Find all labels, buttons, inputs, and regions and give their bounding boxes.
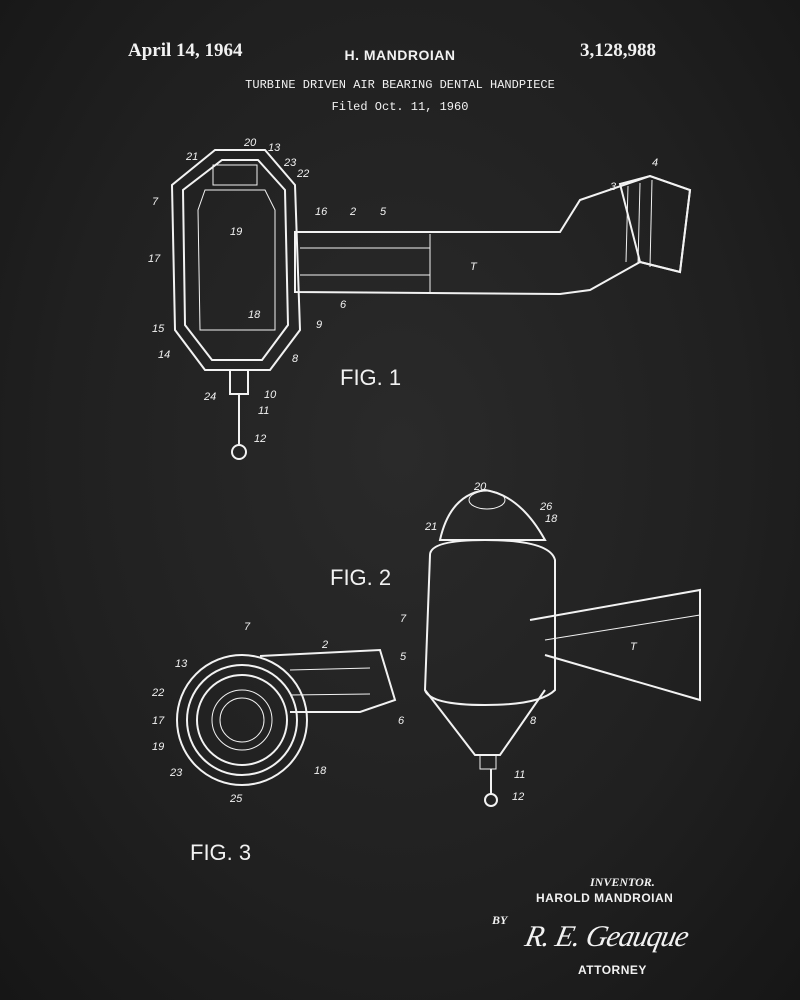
ref-numeral: 23	[283, 157, 297, 169]
attorney-signature: R. E. Geauque	[522, 920, 692, 953]
fig2-drawing: FIG. 2 20 26 21 18 7 T 8 11 12	[330, 481, 701, 807]
inventor-name: HAROLD MANDROIAN	[536, 891, 674, 905]
ref-numeral: 11	[258, 405, 269, 417]
ref-numeral: 7	[400, 613, 407, 625]
ref-numeral: 12	[512, 791, 524, 803]
ref-numeral: T	[470, 261, 478, 273]
ref-numeral: 4	[652, 157, 658, 169]
ref-numeral: 13	[175, 658, 188, 670]
fig1-label: FIG. 1	[340, 365, 401, 390]
fig3-drawing: FIG. 3 7 2 13 5 22 17 19 6 23 18 25	[151, 621, 407, 865]
patent-number: 3,128,988	[580, 40, 656, 61]
fig1-drawing: FIG. 1 20 13 21 23 22 7 16 2 5 4 3 19 17…	[148, 137, 692, 460]
ref-numeral: 7	[152, 196, 159, 208]
ref-numeral: 23	[169, 767, 183, 779]
ref-numeral: 18	[545, 513, 558, 525]
filed-date: Filed Oct. 11, 1960	[331, 100, 469, 114]
ref-numeral: 22	[151, 687, 164, 699]
ref-numeral: 6	[398, 715, 405, 727]
ref-numeral: 6	[340, 299, 347, 311]
ref-numeral: 25	[229, 793, 243, 805]
ref-numeral: 2	[321, 639, 328, 651]
ref-numeral: 18	[248, 309, 261, 321]
ref-numeral: 5	[380, 206, 387, 218]
ref-numeral: 3	[610, 181, 617, 193]
ref-numeral: 8	[530, 715, 537, 727]
ref-numeral: 17	[148, 253, 161, 265]
attorney-label: ATTORNEY	[578, 963, 647, 977]
ref-numeral: 15	[152, 323, 165, 335]
fig2-label: FIG. 2	[330, 565, 391, 590]
by-label: BY	[492, 913, 508, 927]
ref-numeral: 20	[243, 137, 257, 149]
ref-numeral: 17	[152, 715, 165, 727]
ref-numeral: 5	[400, 651, 407, 663]
patent-date: April 14, 1964	[128, 40, 243, 61]
inventor-label: INVENTOR.	[590, 875, 655, 889]
ref-numeral: 24	[203, 391, 216, 403]
ref-numeral: 16	[315, 206, 328, 218]
ref-numeral: 14	[158, 349, 170, 361]
ref-numeral: 20	[473, 481, 487, 493]
ref-numeral: 19	[230, 226, 242, 238]
ref-numeral: 10	[264, 389, 277, 401]
ref-numeral: 21	[424, 521, 437, 533]
ref-numeral: 8	[292, 353, 299, 365]
ref-numeral: 7	[244, 621, 251, 633]
ref-numeral: 19	[152, 741, 164, 753]
inventor-header: H. MANDROIAN	[344, 47, 456, 63]
patent-title: TURBINE DRIVEN AIR BEARING DENTAL HANDPI…	[245, 78, 555, 92]
ref-numeral: 21	[185, 151, 198, 163]
ref-numeral: 26	[539, 501, 553, 513]
ref-numeral: 18	[314, 765, 327, 777]
ref-numeral: 22	[296, 168, 309, 180]
ref-numeral: 2	[349, 206, 356, 218]
ref-numeral: 12	[254, 433, 266, 445]
fig3-label: FIG. 3	[190, 840, 251, 865]
ref-numeral: 9	[316, 319, 322, 331]
ref-numeral: 13	[268, 142, 281, 154]
ref-numeral: T	[630, 641, 638, 653]
ref-numeral: 11	[514, 769, 525, 781]
